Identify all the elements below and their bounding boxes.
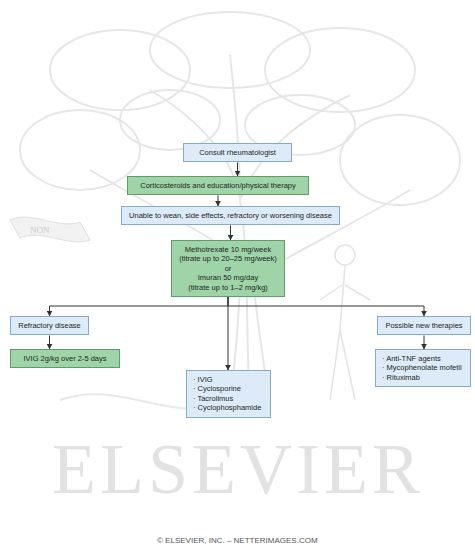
banner-text: NON	[30, 225, 50, 235]
flow-arrow	[424, 335, 425, 349]
step-box: Refractory disease	[10, 316, 89, 335]
flow-arrow	[237, 162, 238, 176]
box-text: or	[178, 264, 278, 273]
step-box: Possible new therapies	[377, 316, 471, 335]
treatment-box: Methotrexate 10 mg/week(titrate up to 20…	[171, 240, 285, 297]
flow-arrow	[49, 335, 50, 349]
treatment-box: Corticosteroids and education/physical t…	[127, 176, 309, 195]
treatment-box: IVIG 2g/kg over 2-5 days	[10, 349, 120, 368]
step-box: · IVIG· Cyclosporine· Tacrolimus· Cyclop…	[186, 370, 271, 418]
box-text: (titrate up to 20–25 mg/week)	[178, 254, 278, 263]
flow-arrow	[230, 225, 231, 240]
box-text: · Mycophenolate mofetil	[382, 363, 464, 372]
box-text: Imuran 50 mg/day	[178, 273, 278, 282]
step-box: · Anti-TNF agents· Mycophenolate mofetil…	[375, 349, 471, 387]
banner	[10, 217, 90, 242]
tree-canopy	[20, 12, 460, 400]
box-text: · Rituximab	[382, 373, 464, 382]
step-box: Unable to wean, side effects, refractory…	[121, 206, 340, 225]
step-box: Consult rheumatologist	[183, 143, 292, 162]
box-text: Refractory disease	[17, 321, 82, 330]
box-text: Methotrexate 10 mg/week	[178, 245, 278, 254]
box-text: Possible new therapies	[384, 321, 464, 330]
box-text: Unable to wean, side effects, refractory…	[128, 211, 333, 220]
box-text: · Cyclosporine	[193, 384, 264, 393]
flow-arrow	[50, 297, 229, 316]
watermark-text: ELSEVIER	[52, 428, 424, 511]
box-text: Corticosteroids and education/physical t…	[134, 181, 302, 190]
flow-arrow	[218, 195, 219, 206]
figure-silhouette	[320, 245, 370, 400]
flow-arrow	[228, 297, 424, 316]
box-text: Consult rheumatologist	[190, 148, 285, 157]
box-text: · IVIG	[193, 375, 264, 384]
flow-arrow	[228, 297, 229, 370]
copyright-footer: © ELSEVIER, INC. – NETTERIMAGES.COM	[157, 536, 318, 545]
box-text: IVIG 2g/kg over 2-5 days	[17, 354, 113, 363]
box-text: · Cyclophosphamide	[193, 403, 264, 412]
box-text: (titrate up to 1–2 mg/kg)	[178, 283, 278, 292]
box-text: · Anti-TNF agents	[382, 354, 464, 363]
box-text: · Tacrolimus	[193, 394, 264, 403]
